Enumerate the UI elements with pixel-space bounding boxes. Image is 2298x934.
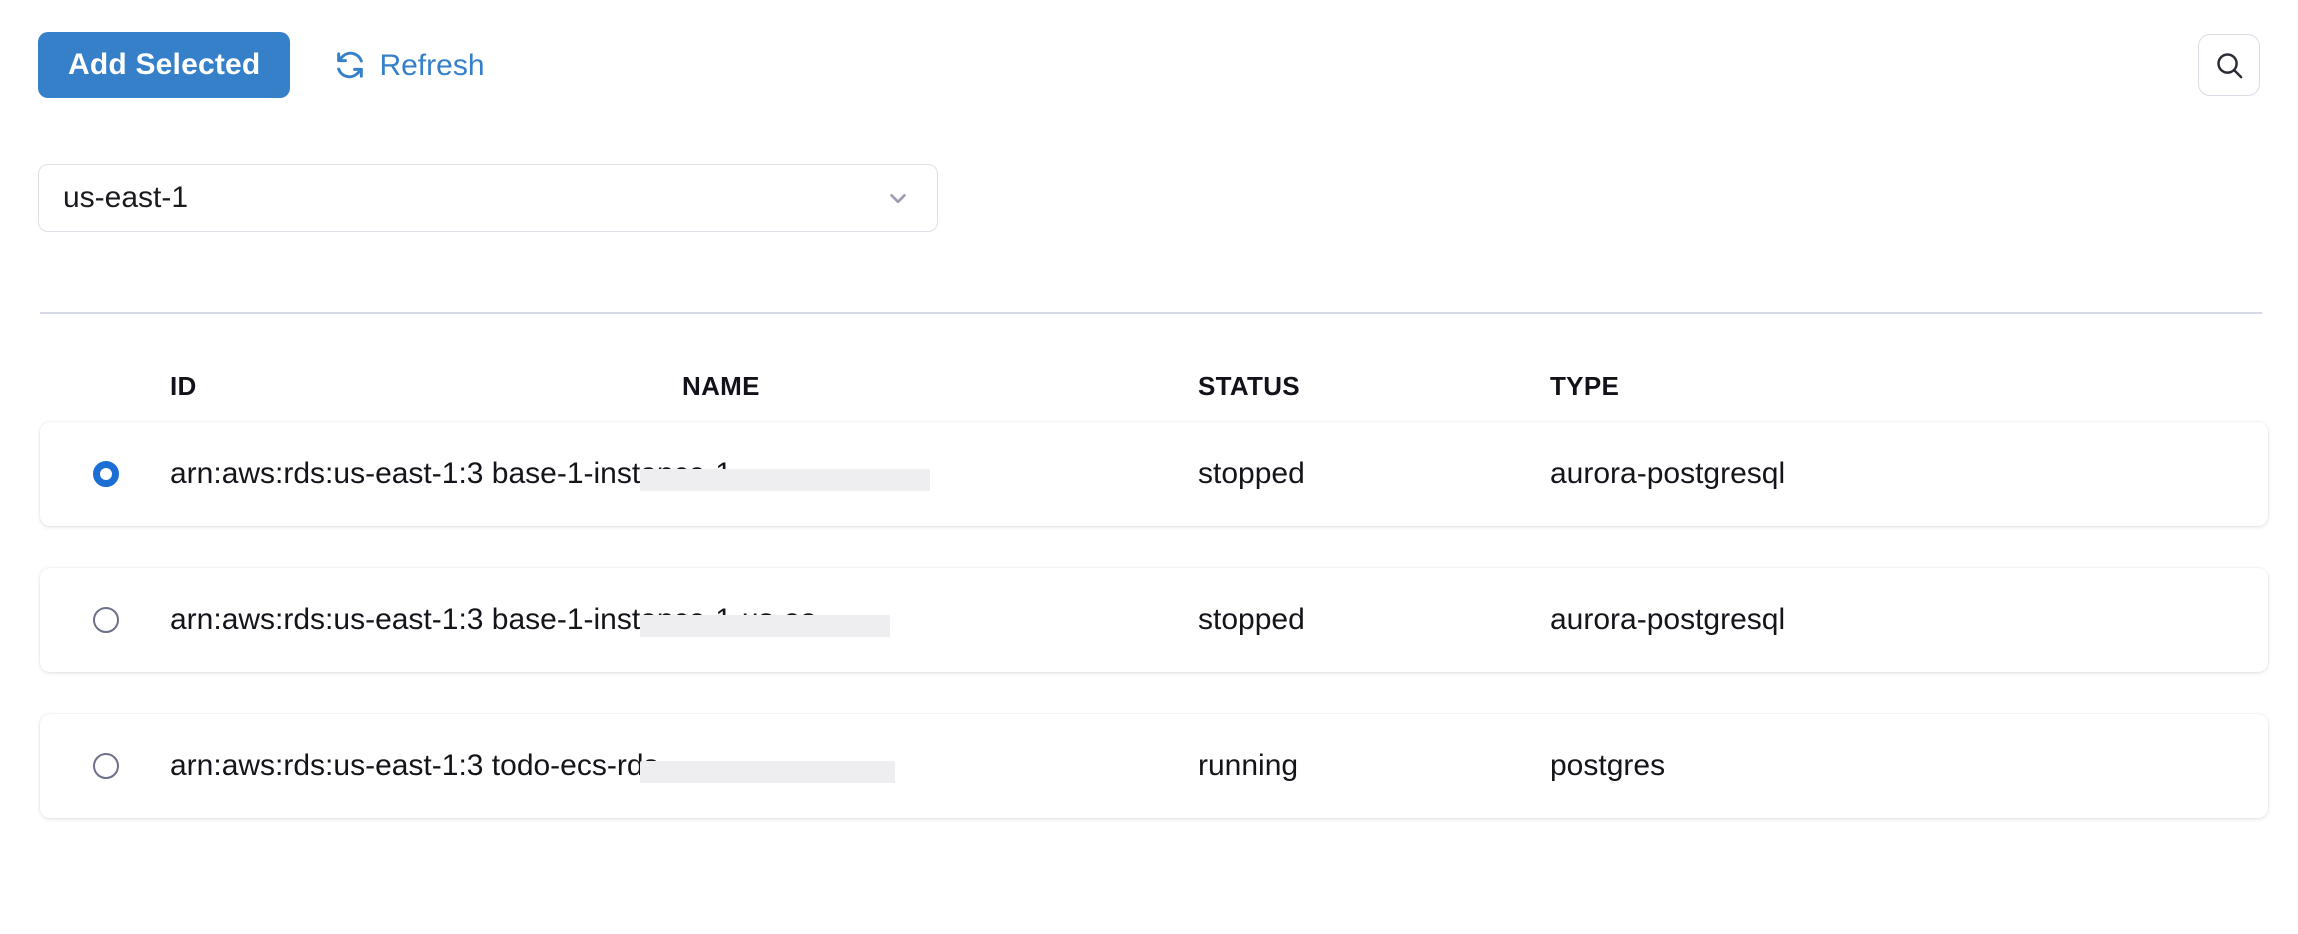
radio-button[interactable] bbox=[93, 753, 119, 779]
row-select-cell[interactable] bbox=[40, 753, 170, 779]
table-header-status-type: STATUS TYPE bbox=[1198, 371, 2268, 402]
refresh-button[interactable]: Refresh bbox=[334, 32, 485, 98]
table-header-type: TYPE bbox=[1550, 370, 1620, 401]
cell-type: postgres bbox=[1550, 749, 1666, 782]
toolbar: Add Selected Refresh bbox=[38, 30, 2260, 100]
cell-status-type: running postgres bbox=[1198, 749, 2268, 783]
search-icon bbox=[2214, 50, 2245, 81]
table-header-id: ID bbox=[170, 370, 197, 401]
cell-status-type: stopped aurora-postgresql bbox=[1198, 457, 2268, 491]
refresh-label: Refresh bbox=[379, 49, 485, 82]
refresh-icon bbox=[334, 49, 366, 81]
cell-type: aurora-postgresql bbox=[1550, 603, 1786, 636]
cell-status-type: stopped aurora-postgresql bbox=[1198, 603, 2268, 637]
instances-table: ID NAME STATUS TYPE arn:aws:rds:us-east-1… bbox=[40, 350, 2268, 860]
cell-id: arn:aws:rds:us-east-1:3 base-1-instance-… bbox=[170, 457, 1198, 491]
table-header-row: ID NAME STATUS TYPE bbox=[40, 350, 2268, 422]
row-select-cell[interactable] bbox=[40, 461, 170, 487]
table-header-status: STATUS bbox=[1198, 370, 1300, 401]
row-select-cell[interactable] bbox=[40, 607, 170, 633]
cell-status: stopped bbox=[1198, 603, 1305, 636]
cell-status: running bbox=[1198, 749, 1299, 782]
radio-button[interactable] bbox=[93, 607, 119, 633]
table-row[interactable]: arn:aws:rds:us-east-1:3 base-1-instance-… bbox=[40, 422, 2268, 526]
cell-id: arn:aws:rds:us-east-1:3 todo-ecs-rds bbox=[170, 749, 1198, 783]
table-header-name: NAME bbox=[682, 370, 760, 401]
redaction-mask bbox=[640, 761, 895, 783]
cell-type: aurora-postgresql bbox=[1550, 457, 1786, 490]
table-row[interactable]: arn:aws:rds:us-east-1:3 base-1-instance-… bbox=[40, 568, 2268, 672]
add-selected-button[interactable]: Add Selected bbox=[38, 32, 291, 98]
region-select-wrapper: us-east-1 bbox=[38, 164, 938, 232]
search-button[interactable] bbox=[2198, 34, 2260, 96]
radio-button-selected[interactable] bbox=[93, 461, 119, 487]
table-body: arn:aws:rds:us-east-1:3 base-1-instance-… bbox=[40, 422, 2268, 818]
cell-id: arn:aws:rds:us-east-1:3 base-1-instance-… bbox=[170, 603, 1198, 637]
region-select-value: us-east-1 bbox=[63, 181, 189, 214]
redaction-mask bbox=[640, 615, 890, 637]
section-divider bbox=[40, 312, 2262, 314]
region-select[interactable]: us-east-1 bbox=[38, 164, 938, 232]
cell-status: stopped bbox=[1198, 457, 1305, 490]
redaction-mask bbox=[640, 469, 930, 491]
